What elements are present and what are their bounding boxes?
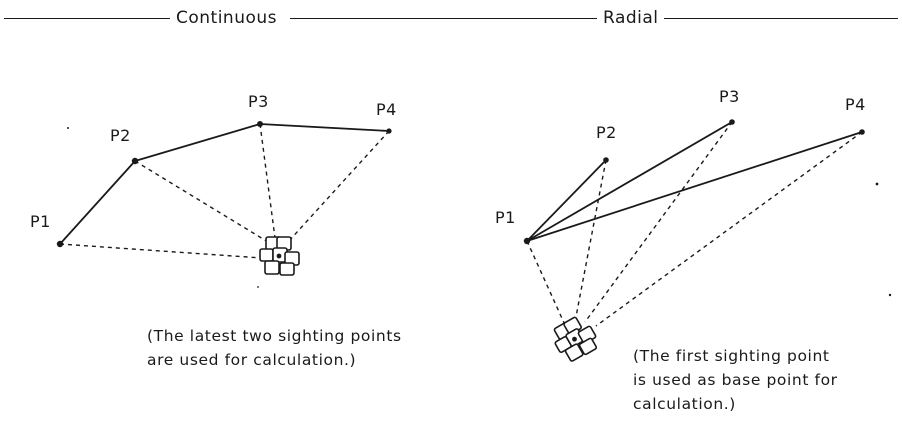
continuous-solid-lines [59,123,390,245]
radial-sight-p3 [584,121,733,323]
header-rule-right [664,18,898,19]
continuous-point-p1 [56,240,64,248]
radial-caption: (The first sighting point is used as bas… [633,347,838,413]
radial-point-p4 [859,129,865,135]
continuous-label-p4: P4 [376,100,397,119]
continuous-points [56,121,392,248]
continuous-label-p2: P2 [110,126,131,145]
continuous-point-p3 [257,121,263,127]
radial-line-p1-p3 [526,121,733,242]
continuous-sighting-lines [59,123,390,259]
radial-header: Radial [600,8,662,28]
radial-points [523,119,865,245]
radial-point-p3 [729,119,735,125]
surveying-instrument-icon [553,316,598,362]
continuous-point-p2 [131,157,139,165]
continuous-sight-p3 [259,123,276,239]
radial-label-p1: P1 [495,208,516,227]
scan-specks [67,127,892,297]
continuous-header: Continuous [173,8,281,28]
radial-line-p1-p4 [526,131,863,242]
surveying-instrument-icon [259,236,300,276]
radial-sight-p1 [526,240,566,326]
continuous-label-p1: P1 [30,212,51,231]
continuous-label-p3: P3 [248,92,269,111]
continuous-sight-p2 [134,160,269,243]
continuous-caption: (The latest two sighting points are used… [147,327,402,369]
header-rule-middle [290,18,597,19]
radial-sighting-lines [526,121,863,327]
radial-solid-lines [526,121,863,242]
radial-label-p2: P2 [596,123,617,142]
continuous-line-p2-p3 [134,123,261,162]
continuous-line-p3-p4 [259,123,390,132]
radial-label-p3: P3 [719,87,740,106]
radial-line-p1-p2 [526,159,607,242]
continuous-sight-p1 [59,243,263,259]
radial-point-p2 [603,157,609,163]
radial-sight-p4 [595,131,863,327]
radial-sight-p2 [574,159,607,323]
continuous-line-p1-p2 [59,160,136,245]
continuous-point-p4 [386,128,392,134]
radial-label-p4: P4 [845,95,866,114]
radial-point-p1 [523,237,531,245]
header-rule-left [4,18,170,19]
continuous-sight-p4 [287,130,390,243]
